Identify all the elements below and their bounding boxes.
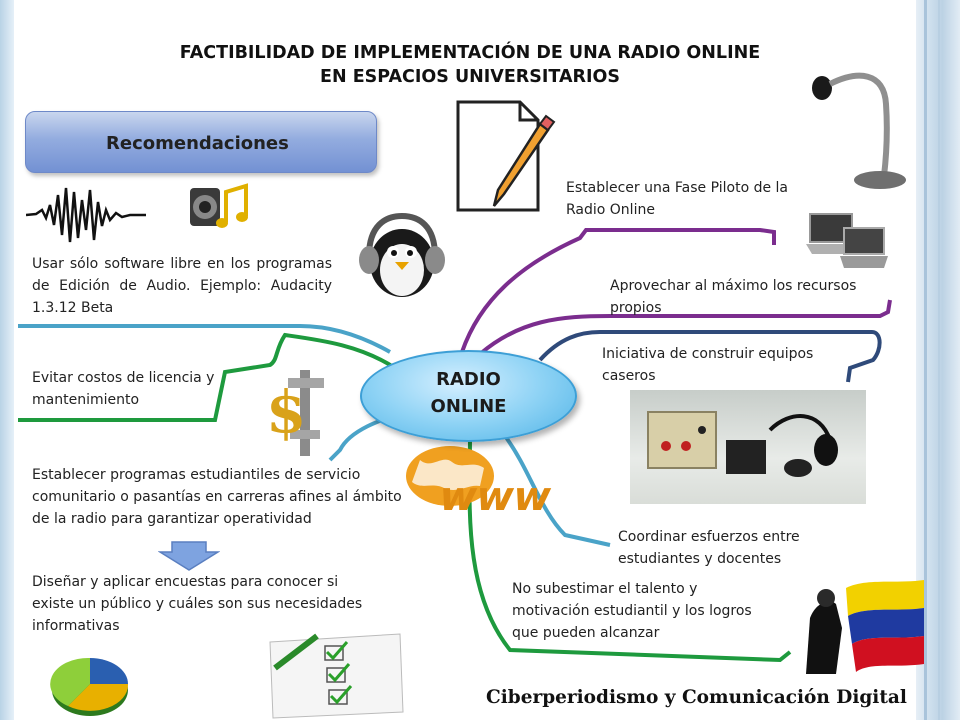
svg-text:$: $ [266, 378, 306, 446]
slide-left-border [0, 0, 14, 720]
document-pencil-icon [456, 100, 556, 212]
footer-course-name: Ciberperiodismo y Comunicación Digital [486, 687, 907, 708]
branch-programas-text: Establecer programas estudiantiles de se… [32, 467, 402, 527]
branch-costos-text: Evitar costos de licencia y mantenimient… [32, 370, 215, 408]
penguin-headphones-icon [359, 212, 445, 297]
venezuela-flag-photo [806, 558, 924, 674]
sound-wave-icon [26, 187, 146, 243]
down-arrow-icon [158, 541, 220, 571]
connector-equipos [538, 330, 882, 383]
branch-equipos-text: Iniciativa de construir equipos caseros [602, 346, 814, 384]
www-label: www [435, 472, 556, 519]
recommendations-label-box: Recomendaciones [25, 111, 377, 173]
central-node-radio-online: RADIO ONLINE [360, 350, 577, 442]
central-node-line-2: ONLINE [430, 396, 507, 417]
branch-recursos-text: Aprovechar al máximo los recursos propio… [610, 278, 857, 316]
homemade-equipment-photo [630, 390, 866, 504]
branch-fase-piloto-text: Establecer una Fase Piloto de la Radio O… [566, 180, 788, 218]
checklist-icon [269, 633, 404, 719]
branch-encuestas-text: Diseñar y aplicar encuestas para conocer… [32, 574, 363, 634]
connector-costos [18, 332, 397, 422]
page-title: FACTIBILIDAD DE IMPLEMENTACIÓN DE UNA RA… [80, 41, 860, 89]
central-node-line-1: RADIO [436, 369, 501, 390]
branch-coordinar-text: Coordinar esfuerzos entre estudiantes y … [618, 529, 800, 567]
title-line-1: FACTIBILIDAD DE IMPLEMENTACIÓN DE UNA RA… [179, 43, 761, 63]
microphone-icon [812, 72, 906, 189]
connector-fase-piloto [460, 228, 776, 353]
globe-www-icon: www [406, 446, 556, 520]
speaker-music-icon [190, 183, 248, 228]
connector-software [18, 324, 391, 354]
branch-software-libre-text: Usar sólo software libre en los programa… [32, 256, 332, 316]
recommendations-label: Recomendaciones [106, 133, 289, 154]
branch-talento-text: No subestimar el talento y motivación es… [512, 581, 752, 641]
title-line-2: EN ESPACIOS UNIVERSITARIOS [320, 67, 620, 87]
connector-recursos [478, 299, 892, 356]
pie-chart-icon [50, 657, 129, 716]
connector-coordinar [503, 434, 611, 547]
dollar-caliper-icon: $ [266, 370, 324, 456]
central-node-label: RADIO ONLINE [362, 366, 575, 420]
laptops-icon [806, 213, 888, 268]
